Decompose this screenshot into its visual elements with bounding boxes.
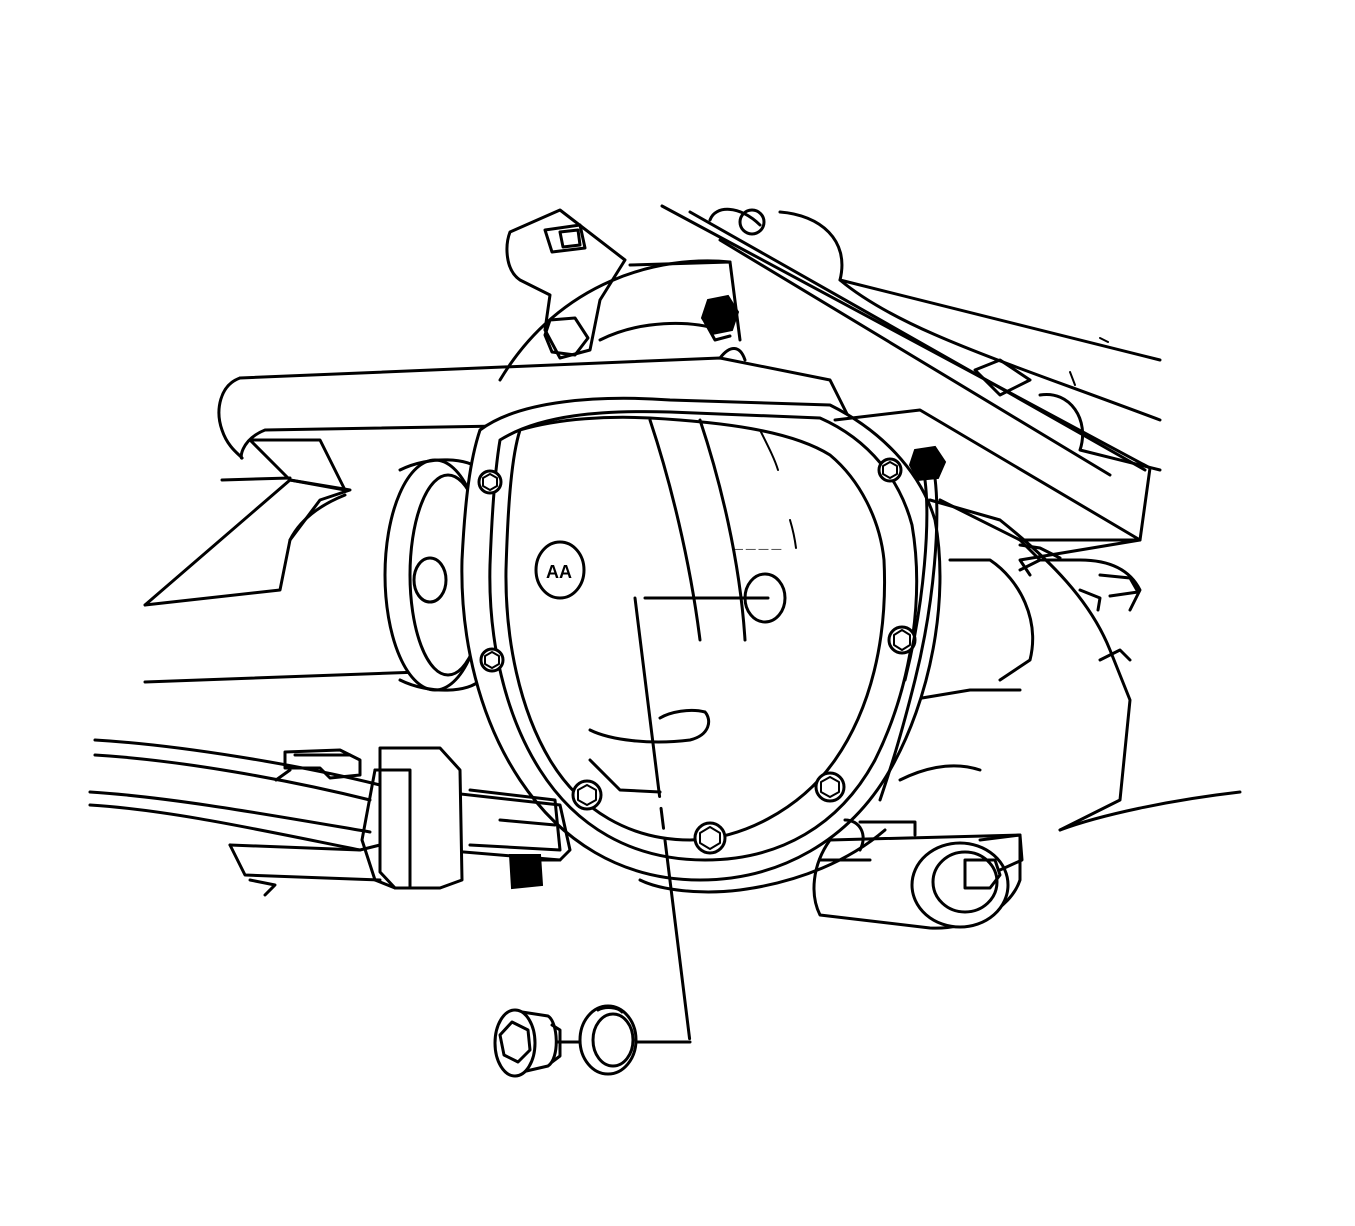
bolt-icon bbox=[479, 647, 505, 673]
bolt-icon bbox=[814, 771, 846, 803]
upper-bracket bbox=[505, 208, 742, 360]
cover-bolts bbox=[477, 457, 917, 855]
bolt-icon bbox=[571, 779, 603, 811]
svg-text:AA: AA bbox=[546, 562, 572, 582]
differential-housing bbox=[498, 259, 1242, 832]
leaf-spring bbox=[88, 738, 572, 897]
fill-plug bbox=[493, 1008, 562, 1078]
bolt-icon bbox=[877, 457, 903, 483]
vent-fittings bbox=[700, 294, 947, 802]
axle-housing-left bbox=[143, 438, 422, 684]
cover-marking: — — — — bbox=[733, 544, 781, 555]
bolt-icon bbox=[477, 469, 503, 495]
lower-housing bbox=[812, 818, 1024, 930]
right-bracket bbox=[833, 408, 1142, 598]
cover-logo: AA bbox=[534, 540, 586, 600]
sealing-washer bbox=[578, 1004, 638, 1076]
differential-cover: AA — — — — bbox=[460, 396, 942, 894]
bolt-icon bbox=[693, 821, 727, 855]
